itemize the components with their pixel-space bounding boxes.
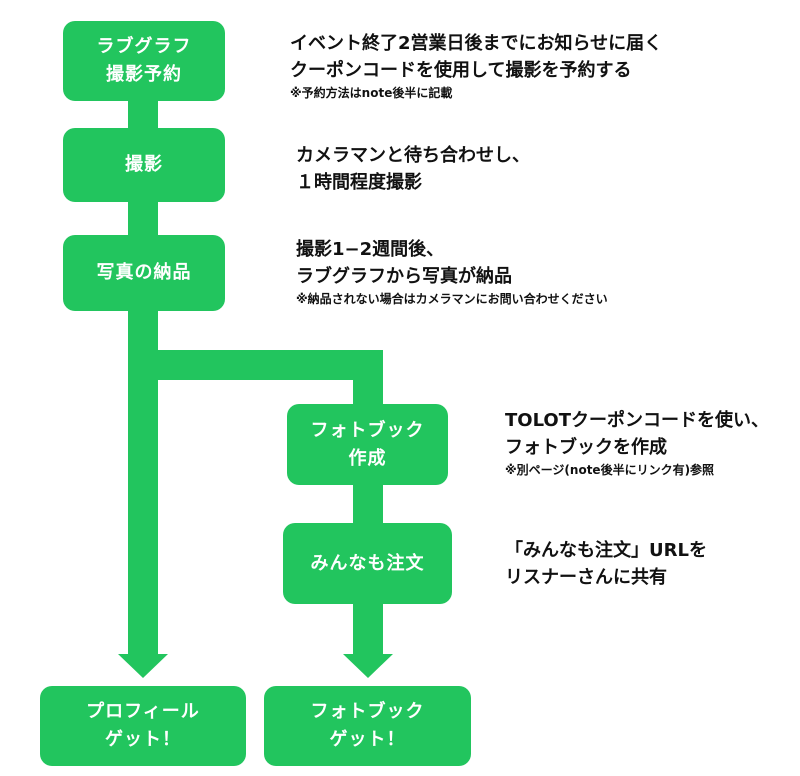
note-reserve: イベント終了2営業日後までにお知らせに届く クーポンコードを使用して撮影を予約す… (290, 30, 662, 102)
goal-photobook-line2: ゲット！ (329, 729, 406, 750)
step-photobook-create-line2: 作成 (348, 447, 387, 469)
branch-vertical-line (353, 350, 383, 655)
step-shoot-box: 撮影 (63, 128, 225, 202)
note-shoot-line1: カメラマンと待ち合わせし、 (296, 145, 530, 166)
note-reserve-line1: イベント終了2営業日後までにお知らせに届く (290, 33, 663, 54)
note-share-order-line1: 「みんなも注文」URLを (505, 540, 707, 561)
note-photobook-create-sub: ※別ページ(note後半にリンク有)参照 (505, 463, 715, 477)
goal-profile-box: プロフィール ゲット！ (40, 686, 246, 766)
step-reserve-box: ラブグラフ 撮影予約 (63, 21, 225, 101)
note-photobook-create-line1: TOLOTクーポンコードを使い、 (505, 410, 769, 431)
note-delivery: 撮影1−2週間後、 ラブグラフから写真が納品 ※納品されない場合はカメラマンにお… (296, 236, 608, 308)
note-share-order-line2: リスナーさんに共有 (505, 567, 667, 588)
note-photobook-create-line2: フォトブックを作成 (505, 437, 667, 458)
note-share-order: 「みんなも注文」URLを リスナーさんに共有 (505, 537, 707, 591)
note-delivery-sub: ※納品されない場合はカメラマンにお問い合わせください (296, 292, 608, 306)
note-reserve-sub: ※予約方法はnote後半に記載 (290, 86, 453, 100)
note-photobook-create: TOLOTクーポンコードを使い、 フォトブックを作成 ※別ページ(note後半に… (505, 407, 769, 479)
goal-photobook-box: フォトブック ゲット！ (264, 686, 471, 766)
note-delivery-line1: 撮影1−2週間後、 (296, 239, 445, 260)
step-photobook-create-line1: フォトブック (310, 419, 425, 441)
goal-photobook-line1: フォトブック (310, 701, 425, 722)
note-shoot-line2: １時間程度撮影 (296, 172, 422, 193)
goal-profile-line1: プロフィール (86, 701, 200, 722)
step-share-order-label: みんなも注文 (310, 552, 425, 574)
arrowhead-to-photobook (343, 654, 393, 678)
step-shoot-label: 撮影 (125, 154, 163, 175)
step-reserve-line2: 撮影予約 (106, 64, 182, 85)
note-delivery-line2: ラブグラフから写真が納品 (296, 266, 512, 287)
goal-profile-line2: ゲット！ (105, 729, 181, 750)
step-reserve-line1: ラブグラフ (96, 36, 192, 57)
note-reserve-line2: クーポンコードを使用して撮影を予約する (290, 60, 632, 81)
step-delivery-label: 写真の納品 (96, 262, 192, 283)
step-photobook-create-box: フォトブック 作成 (287, 404, 448, 485)
step-delivery-box: 写真の納品 (63, 235, 225, 311)
step-share-order-box: みんなも注文 (283, 523, 452, 604)
arrowhead-to-profile (118, 654, 168, 678)
note-shoot: カメラマンと待ち合わせし、 １時間程度撮影 (296, 142, 530, 196)
branch-horizontal-line (128, 350, 383, 380)
